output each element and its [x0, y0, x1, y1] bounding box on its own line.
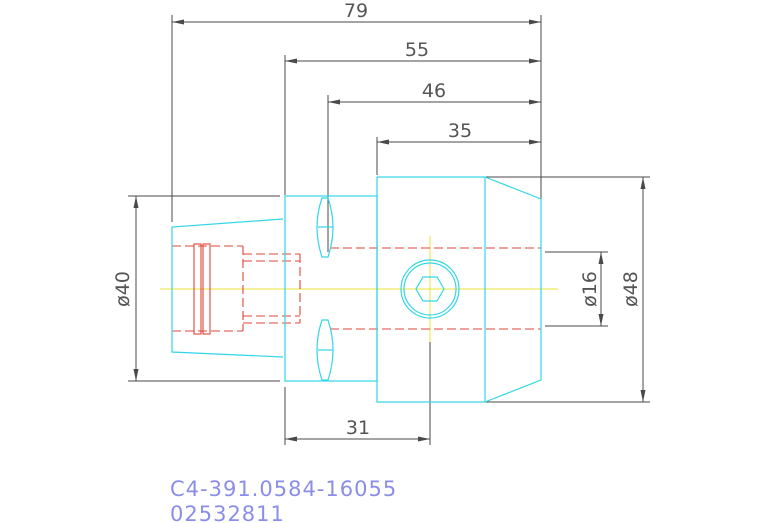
dim-line-79 — [172, 19, 541, 25]
dim-label-dia-40: ø40 — [112, 271, 134, 307]
hidden-lines — [172, 243, 541, 335]
dim-line-dia-40 — [133, 196, 139, 381]
part-code: 02532811 — [170, 502, 285, 523]
dim-label-31: 31 — [346, 417, 370, 439]
dim-label-55: 55 — [405, 39, 429, 61]
dim-label-dia-48: ø48 — [620, 271, 642, 307]
tool-holder-outline — [171, 176, 542, 403]
dim-label-dia-16: ø16 — [579, 271, 601, 307]
dim-line-dia-48 — [640, 177, 646, 402]
dim-line-dia-16 — [598, 252, 604, 326]
dim-label-46: 46 — [422, 80, 446, 102]
center-lines — [160, 236, 558, 342]
dim-line-35 — [377, 139, 541, 145]
dim-label-79: 79 — [344, 0, 368, 22]
dimension-extension-lines — [128, 15, 650, 445]
dim-line-31 — [285, 436, 430, 442]
dim-line-55 — [285, 58, 541, 64]
part-number: C4-391.0584-16055 — [170, 477, 397, 501]
dim-label-35: 35 — [448, 120, 472, 142]
dim-line-46 — [328, 99, 541, 105]
